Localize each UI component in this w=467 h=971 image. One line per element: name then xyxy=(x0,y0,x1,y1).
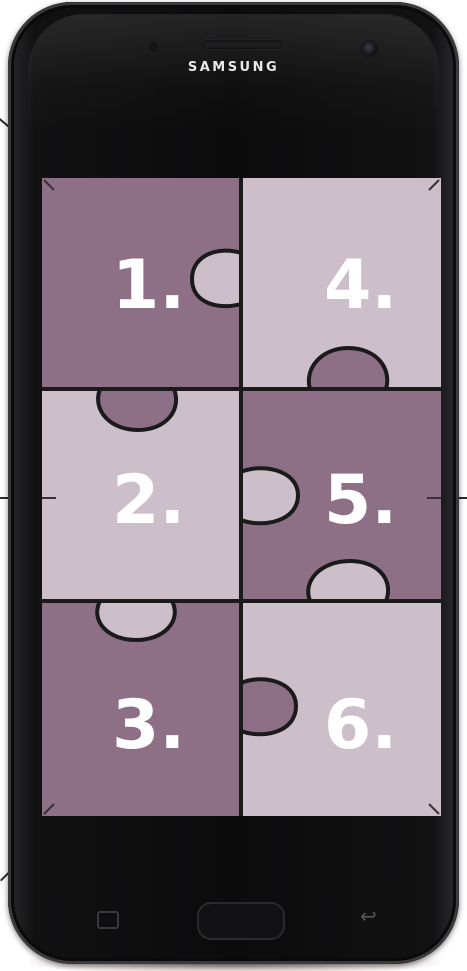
piece-label-4: 4. xyxy=(324,246,397,325)
proximity-sensor xyxy=(149,42,159,52)
tab-4-into-1 xyxy=(192,251,241,307)
piece-label-1: 1. xyxy=(112,246,185,325)
phone-screen: 1. 4. 2. 5. 3. 6. xyxy=(42,178,441,816)
piece-label-5: 5. xyxy=(324,461,397,540)
tab-2-into-3 xyxy=(97,601,175,640)
home-button[interactable] xyxy=(197,902,285,940)
piece-label-6: 6. xyxy=(324,686,397,765)
front-camera-icon xyxy=(363,42,377,56)
brand-logo: SAMSUNG xyxy=(8,60,459,75)
back-arrow-icon[interactable]: ↩ xyxy=(360,906,377,926)
earpiece-speaker xyxy=(202,40,282,49)
puzzle-svg: 1. 4. 2. 5. 3. 6. xyxy=(42,178,441,816)
piece-label-3: 3. xyxy=(112,686,185,765)
tab-2-into-5 xyxy=(241,468,298,523)
piece-label-2: 2. xyxy=(112,461,185,540)
tab-3-into-6 xyxy=(241,679,296,734)
tab-1-into-2 xyxy=(98,389,176,430)
recent-apps-icon[interactable] xyxy=(97,911,119,929)
